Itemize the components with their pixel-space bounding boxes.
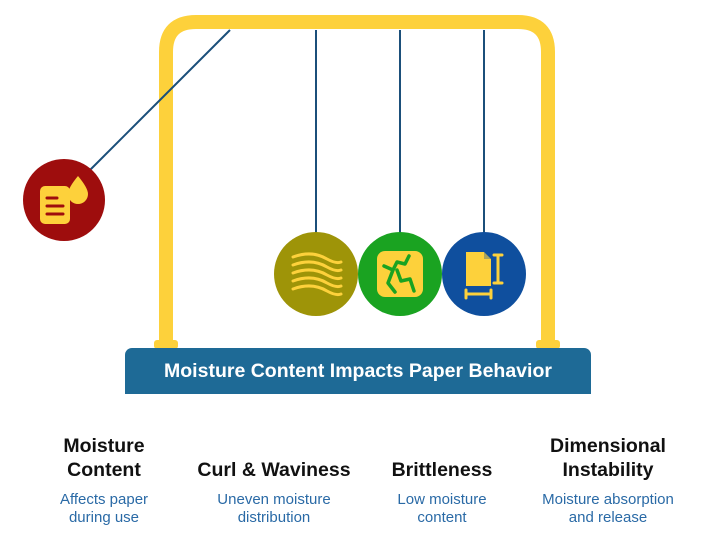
- frame-foot-right: [536, 340, 560, 349]
- dimensional-instability-ball: [442, 232, 526, 316]
- column-title: Brittleness: [391, 459, 493, 481]
- wavy-lines-icon: [291, 252, 343, 297]
- column-title: Dimensional Instability: [550, 435, 666, 481]
- cradle-frame: [159, 15, 555, 345]
- paper-droplet-icon: [40, 176, 88, 224]
- column-curl-waviness: Curl & Waviness Uneven moisture distribu…: [195, 432, 353, 527]
- column-title: Moisture Content: [63, 435, 145, 481]
- column-title: Curl & Waviness: [197, 459, 351, 481]
- column-description: Moisture absorption and release: [542, 491, 674, 526]
- paper-measure-icon: [464, 252, 504, 300]
- column-brittleness: Brittleness Low moisture content: [372, 432, 512, 527]
- column-description: Affects paper during use: [59, 491, 149, 526]
- brittleness-ball: [358, 232, 442, 316]
- column-moisture-content: Moisture Content Affects paper during us…: [40, 432, 168, 527]
- string-1: [89, 29, 231, 171]
- column-description: Uneven moisture distribution: [217, 491, 331, 526]
- frame-foot-left: [154, 340, 178, 349]
- column-description: Low moisture content: [397, 491, 487, 526]
- curl-waviness-ball: [274, 232, 358, 316]
- banner-title: Moisture Content Impacts Paper Behavior: [164, 359, 552, 382]
- column-dimensional-instability: Dimensional Instability Moisture absorpt…: [533, 432, 683, 527]
- title-banner: Moisture Content Impacts Paper Behavior: [125, 348, 591, 394]
- moisture-content-ball: [23, 159, 105, 241]
- cracked-paper-icon: [377, 251, 423, 297]
